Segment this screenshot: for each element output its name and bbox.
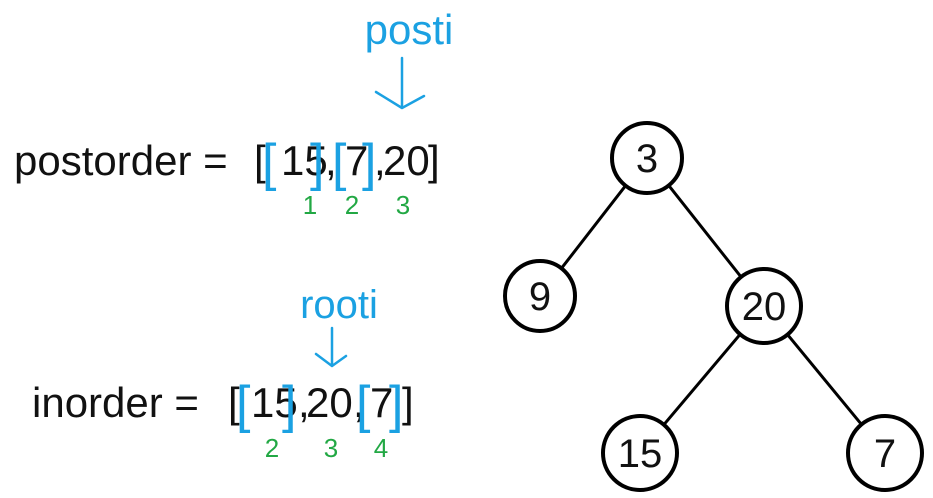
posti-arrow [374, 56, 426, 110]
inorder-value-2: 20 [306, 379, 353, 426]
postorder-sub-close-bracket-1: ] [310, 134, 324, 192]
inorder-sub-close-bracket-2: ] [389, 376, 403, 434]
inorder-value-3: 7 [370, 379, 393, 426]
tree-node-label: 7 [874, 432, 896, 476]
inorder-index-1: 2 [265, 433, 279, 463]
tree-edge-n3-n20 [667, 184, 743, 278]
inorder-comma-1: , [298, 379, 310, 426]
inorder-sub-open-bracket-2: [ [356, 376, 371, 434]
inorder-value-1: 15 [251, 379, 298, 426]
tree-node-20: 20 [725, 267, 803, 345]
tree-node-circle [503, 259, 577, 333]
tree-node-15: 15 [601, 414, 679, 492]
postorder-sub-open-bracket-1: [ [262, 134, 277, 192]
tree-edges [560, 184, 863, 426]
postorder-sub-open-bracket-2: [ [332, 134, 347, 192]
inorder-index-3: 4 [374, 433, 388, 463]
tree-node-circle [846, 414, 924, 492]
tree-edge-n3-n9 [560, 184, 627, 270]
postorder-index-1: 1 [303, 190, 317, 220]
inorder-index-2: 3 [324, 433, 338, 463]
tree-nodes: 3 9 20 15 7 [503, 121, 924, 492]
postorder-label: postorder = [14, 137, 228, 184]
tree-node-3: 3 [610, 121, 684, 195]
postorder-index-3: 3 [396, 190, 410, 220]
postorder-comma-1: , [325, 137, 337, 184]
postorder-value-1: 15 [281, 137, 328, 184]
tree-node-circle [610, 121, 684, 195]
tree-node-label: 20 [742, 285, 787, 329]
postorder-value-3: 20 [383, 137, 430, 184]
inorder-sub-open-bracket-1: [ [236, 376, 251, 434]
rooti-pointer-label: rooti [300, 283, 378, 327]
postorder-comma-2: , [374, 137, 386, 184]
tree-node-9: 9 [503, 259, 577, 333]
tree-edge-n20-n7 [786, 333, 863, 426]
tree-node-label: 9 [529, 275, 551, 319]
tree-node-7: 7 [846, 414, 924, 492]
inorder-sub-close-bracket-1: ] [282, 376, 296, 434]
posti-pointer-label: posti [365, 6, 454, 53]
tree-node-circle [725, 267, 803, 345]
postorder-index-2: 2 [345, 190, 359, 220]
tree-node-label: 3 [636, 137, 658, 181]
inorder-open-bracket: [ [228, 379, 240, 426]
inorder-label: inorder = [32, 379, 199, 426]
tree-edge-n20-n15 [662, 333, 742, 426]
inorder-close-bracket: ] [402, 379, 414, 426]
inorder-comma-2: , [353, 379, 365, 426]
postorder-open-bracket: [ [254, 137, 266, 184]
rooti-arrow [314, 326, 348, 368]
postorder-sub-close-bracket-2: ] [362, 134, 376, 192]
tree-node-circle [601, 414, 679, 492]
postorder-value-2: 7 [345, 137, 368, 184]
postorder-close-bracket: ] [428, 137, 440, 184]
tree-node-label: 15 [618, 432, 663, 476]
